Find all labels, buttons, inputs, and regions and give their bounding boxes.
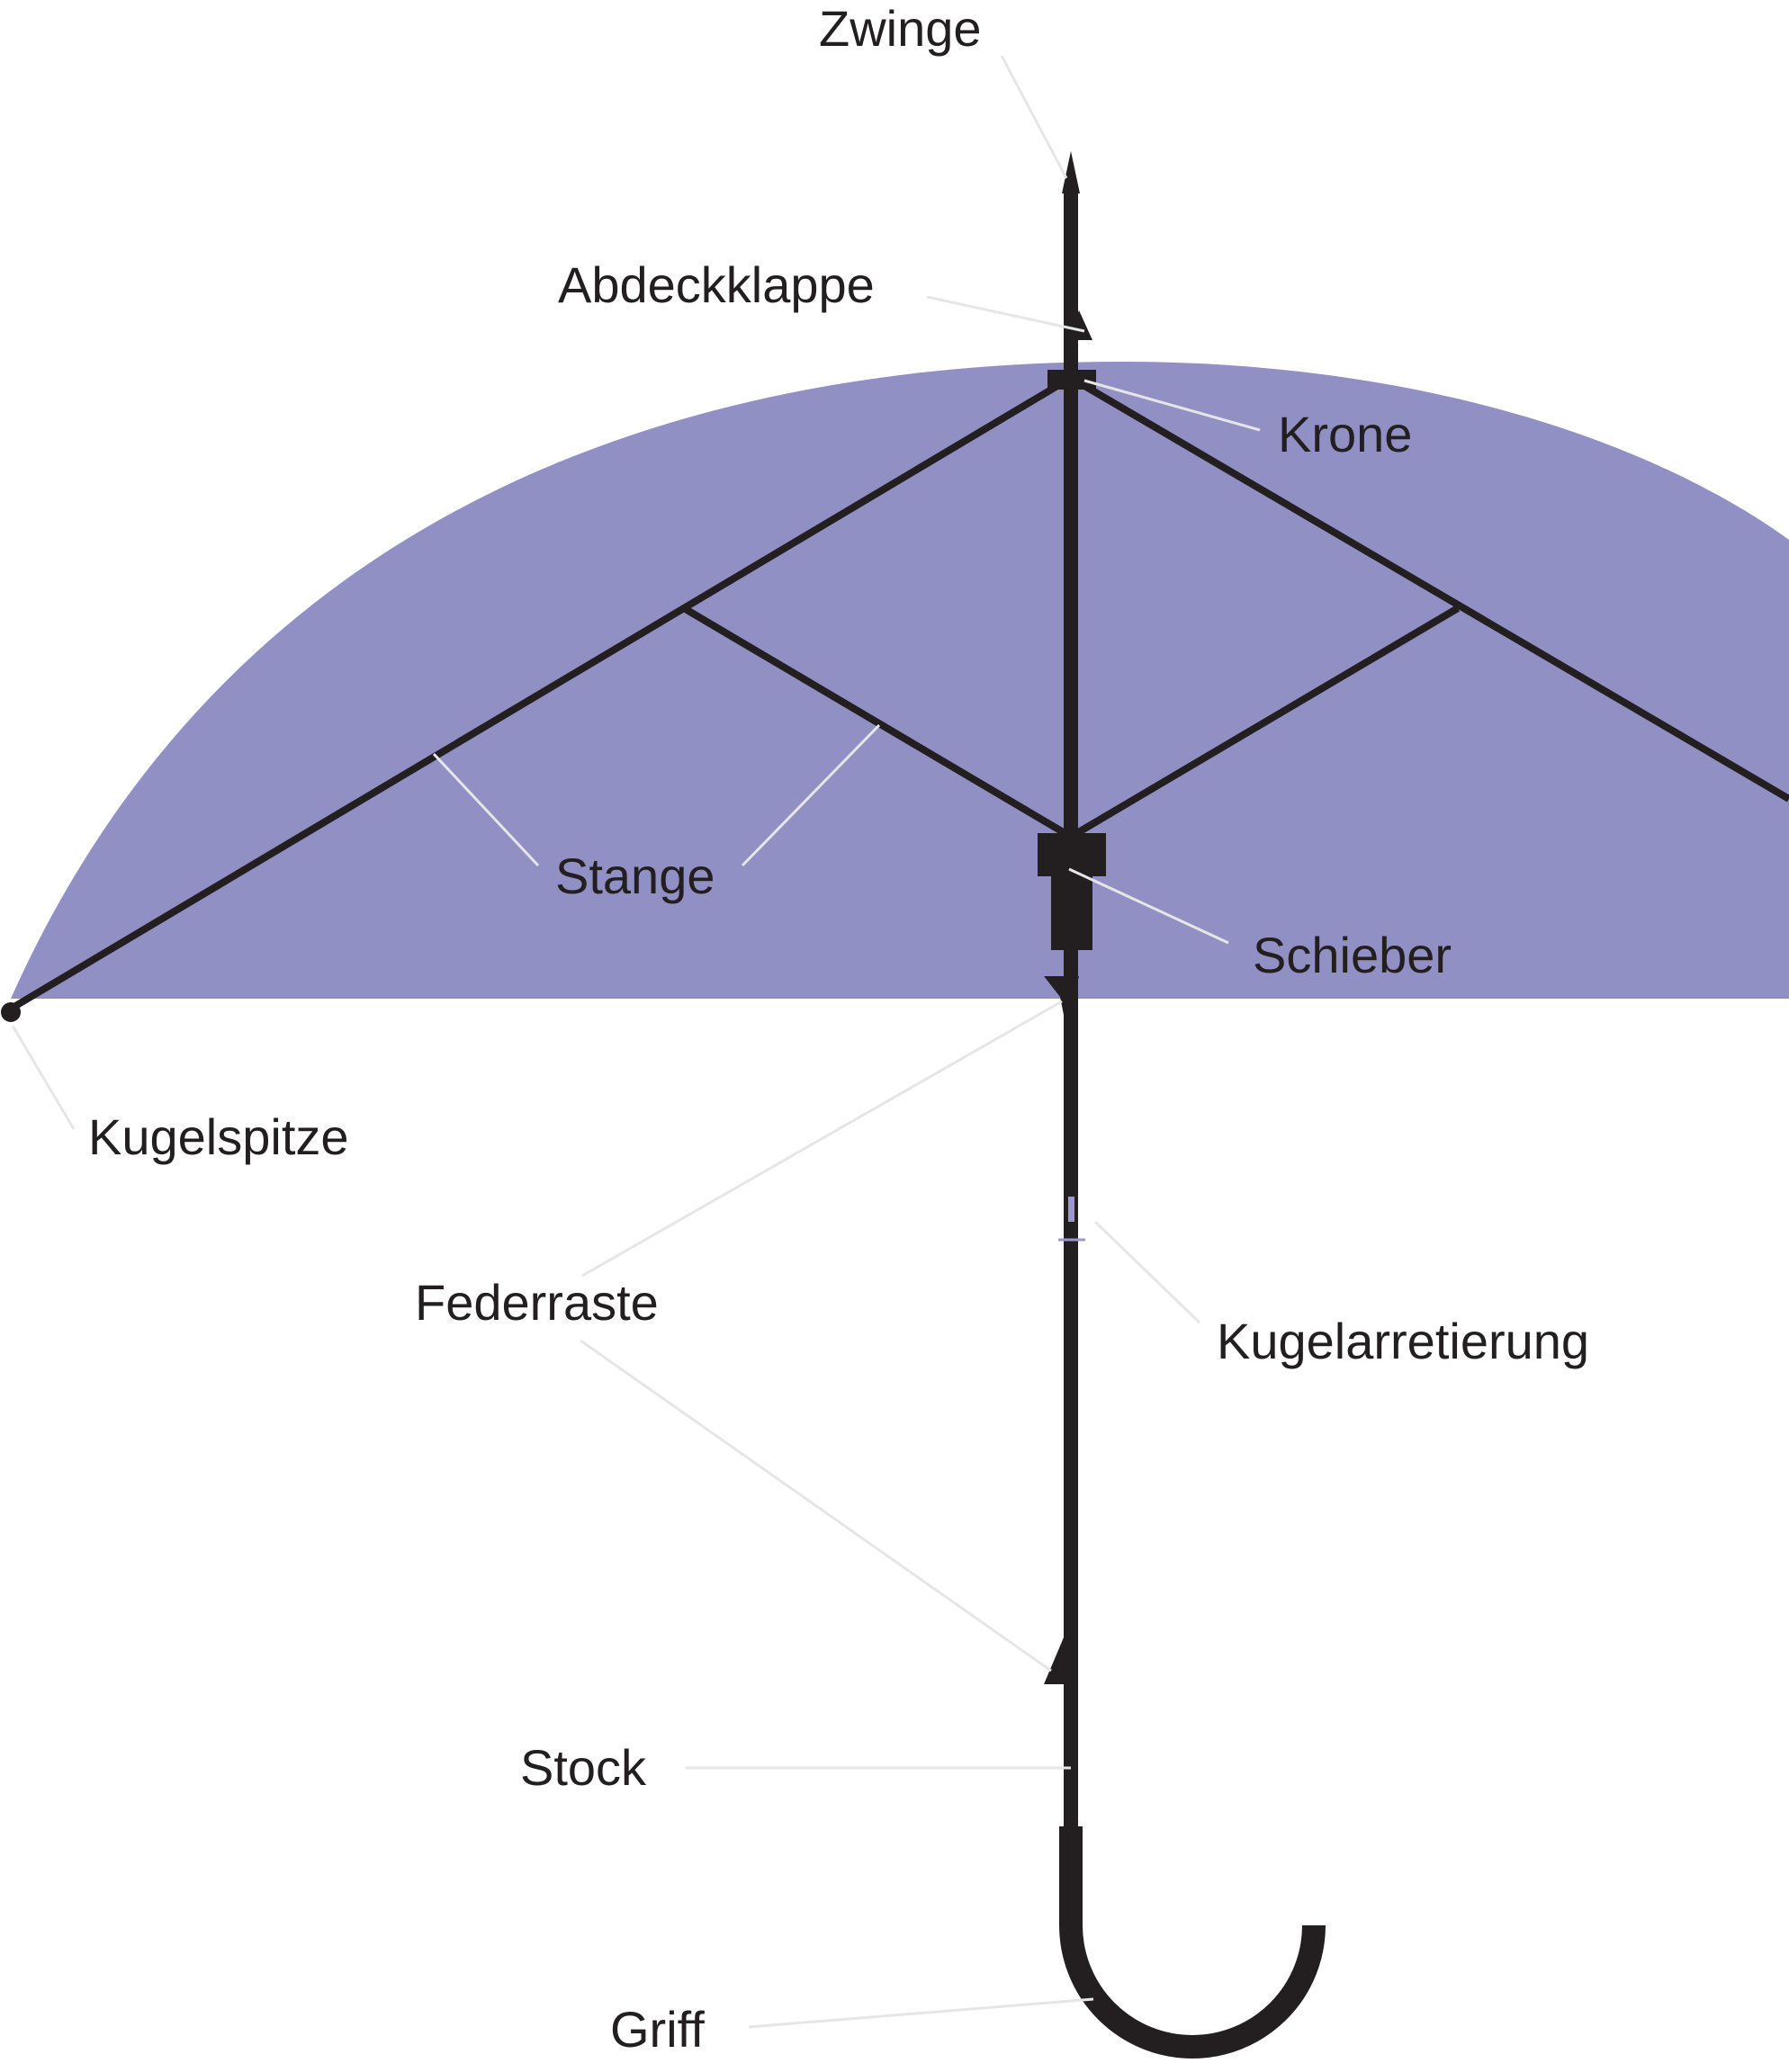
left-stretcher [681,605,1074,840]
label-abdeckklappe: Abdeckklappe [558,256,875,313]
shaft [1038,151,1106,1831]
lower-spring-catch [1044,1637,1074,1684]
leader-federraste-upper [581,1000,1063,1278]
leader-kugelspitze [11,1025,76,1130]
label-schieber: Schieber [1253,927,1452,983]
leader-griff [748,1997,1094,2029]
ferrule [1062,151,1080,193]
leader-stange-right [741,723,881,867]
leader-schieber [1068,867,1229,945]
label-federraste: Federraste [415,1274,659,1331]
label-stange: Stange [555,848,715,904]
canopy [11,361,1789,999]
ball-lock-marker [1068,1197,1074,1222]
label-stock: Stock [520,1739,647,1796]
leader-stange-left [432,752,540,867]
right-rib [1068,374,1789,803]
leader-kugelarretierung [1093,1220,1201,1324]
top-notch [1065,310,1092,340]
leader-lines [11,55,1261,2029]
label-zwinge: Zwinge [819,0,982,57]
labels: Zwinge Abdeckklappe Krone Stange Schiebe… [88,0,1589,2058]
label-krone: Krone [1278,406,1412,462]
label-kugelspitze: Kugelspitze [88,1108,349,1165]
leader-zwinge [1000,55,1068,179]
label-kugelarretierung: Kugelarretierung [1217,1313,1589,1369]
ribs [10,374,1789,1011]
upper-spring-catch [1044,976,1079,1024]
leader-abdeckklappe [926,295,1085,333]
leader-federraste-lower [580,1339,1052,1673]
runner-body [1051,871,1092,950]
crown [1047,370,1096,390]
right-stretcher [1068,605,1461,840]
ball-tip [1,1002,21,1022]
left-rib [10,374,1074,1011]
handle [1059,1826,1326,2059]
label-griff: Griff [610,2001,705,2058]
leader-krone [1083,379,1261,432]
